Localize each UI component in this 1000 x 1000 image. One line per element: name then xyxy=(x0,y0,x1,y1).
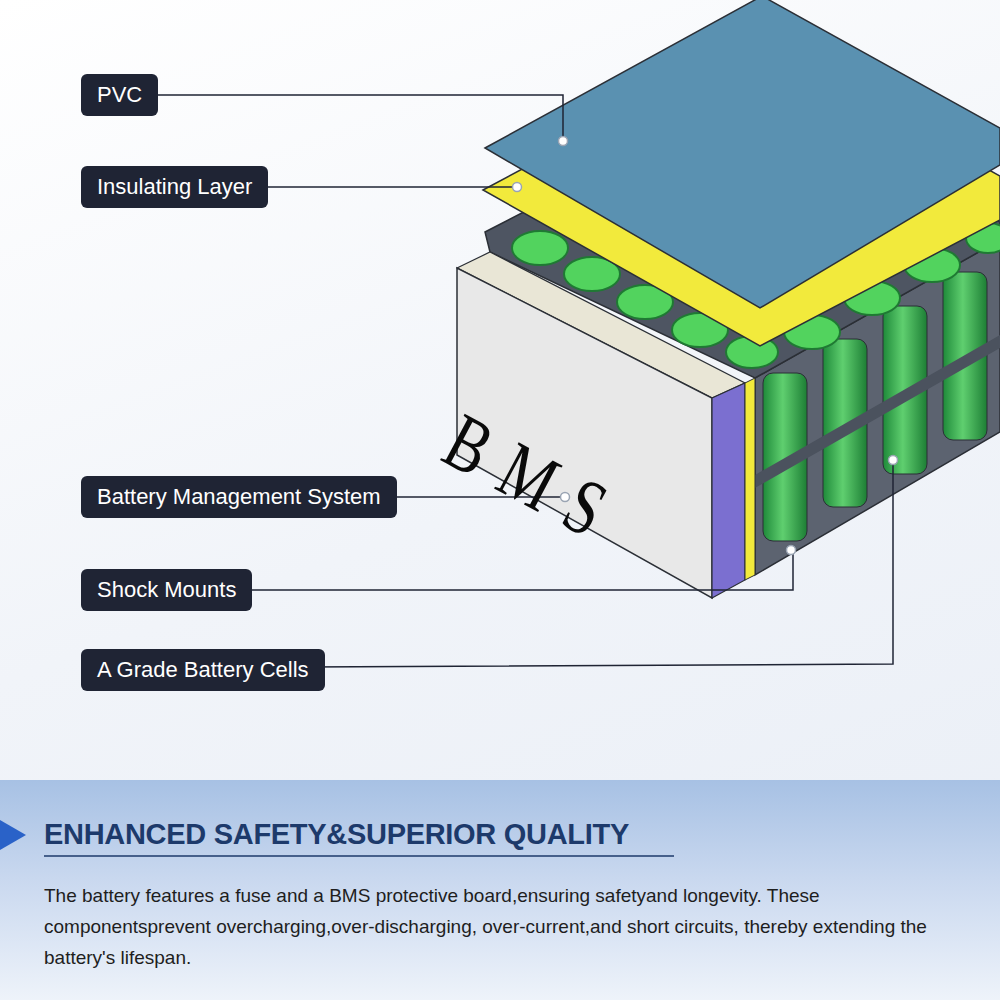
insulating-strip xyxy=(745,378,755,580)
bms-side xyxy=(712,383,745,598)
section-title: ENHANCED SAFETY&SUPERIOR QUALITY xyxy=(44,818,629,851)
leader-dot xyxy=(889,456,898,465)
callout-box: PVC xyxy=(81,74,158,116)
callout-box: A Grade Battery Cells xyxy=(81,649,325,691)
leader-dot xyxy=(513,183,522,192)
title-underline xyxy=(44,855,674,857)
callout-box: Shock Mounts xyxy=(81,569,252,611)
callout-box: Insulating Layer xyxy=(81,166,268,208)
callout-label: A Grade Battery Cells xyxy=(97,657,309,683)
caption-text: The battery features a fuse and a BMS pr… xyxy=(44,880,989,973)
callout-label: Shock Mounts xyxy=(97,577,236,603)
leader-line xyxy=(120,95,563,138)
pvc-sheet xyxy=(485,0,1000,308)
callout-label: Insulating Layer xyxy=(97,174,252,200)
callout-box: Battery Management System xyxy=(81,476,397,518)
callout-label: Battery Management System xyxy=(97,484,381,510)
title-arrow xyxy=(0,820,26,850)
callout-label: PVC xyxy=(97,82,142,108)
cell-top xyxy=(512,231,568,265)
leader-dot xyxy=(559,137,568,146)
leader-dot xyxy=(787,546,796,555)
